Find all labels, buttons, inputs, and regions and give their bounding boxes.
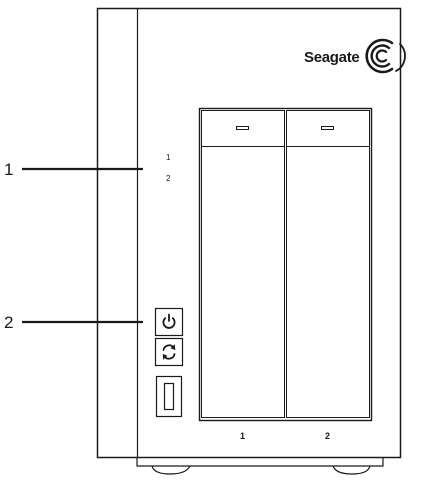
left-foot [151,465,191,475]
status-led-2-label: 2 [166,174,171,183]
drive-bay-1-handle[interactable] [236,126,249,130]
drive-bay-2[interactable] [286,110,370,418]
power-button[interactable] [154,307,184,337]
drive-bay-1[interactable] [201,110,285,418]
drive-bays [198,107,373,422]
brand-logo: Seagate [304,38,406,74]
seagate-swirl-logo-icon [365,38,406,74]
callout-1-label: 1 [4,160,13,179]
drive-bay-1-label: 1 [240,431,245,441]
power-icon [162,313,176,329]
status-led-1-label: 1 [166,153,171,162]
right-foot [332,465,371,475]
drive-bay-2-handle[interactable] [321,126,334,130]
drive-status-leds: 1 2 [166,153,171,183]
usb-port[interactable] [155,375,183,418]
callout-2-label: 2 [4,313,13,332]
backup-button[interactable] [154,337,184,367]
usb-port-icon [163,382,175,411]
sync-icon [162,344,176,360]
enclosure-base [136,457,384,475]
nas-enclosure [96,7,402,459]
brand-name: Seagate [304,49,359,66]
drive-bay-2-label: 2 [325,431,330,441]
